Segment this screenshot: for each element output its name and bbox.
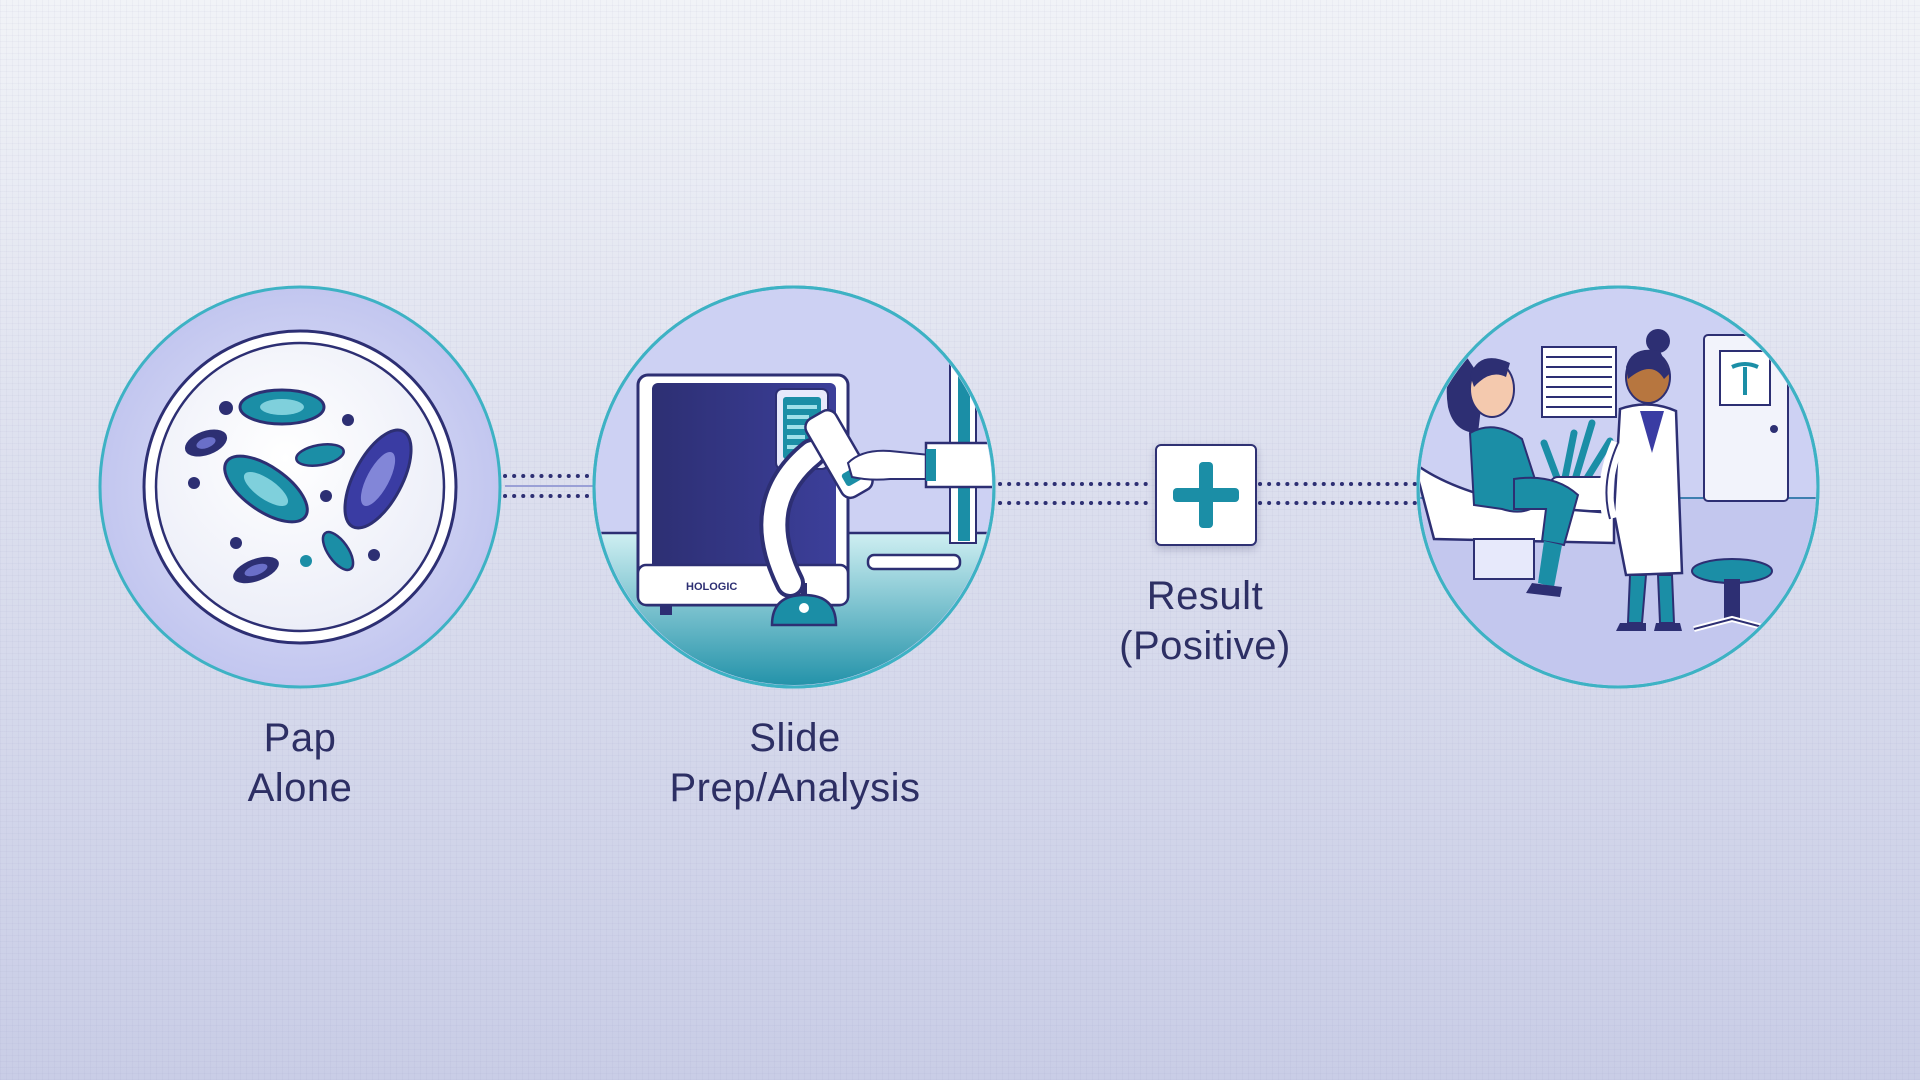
doctor-patient-consultation-icon — [1420, 289, 1816, 685]
step-result-label: Result (Positive) — [1080, 571, 1330, 671]
step-slide-circle: HOLOGIC — [590, 283, 998, 691]
step-pap-label-line2: Alone — [247, 766, 353, 810]
step-slide-label-line1: Slide — [749, 716, 841, 760]
step-slide-label-line2: Prep/Analysis — [669, 766, 921, 810]
step-consult-circle — [1414, 283, 1822, 691]
step-result-label-line2: (Positive) — [1119, 624, 1291, 668]
plus-icon — [1173, 462, 1239, 528]
step-slide-label: Slide Prep/Analysis — [630, 713, 960, 813]
step-result-label-line1: Result — [1146, 574, 1264, 618]
cells-petri-dish-icon — [184, 388, 413, 584]
result-plus-box — [1155, 444, 1257, 546]
step-pap-label: Pap Alone — [170, 713, 430, 813]
step-pap-label-line1: Pap — [263, 716, 337, 760]
step-pap-circle — [96, 283, 504, 691]
brand-text: HOLOGIC — [686, 581, 737, 593]
lab-instrument-microscope-icon: HOLOGIC — [636, 373, 992, 627]
